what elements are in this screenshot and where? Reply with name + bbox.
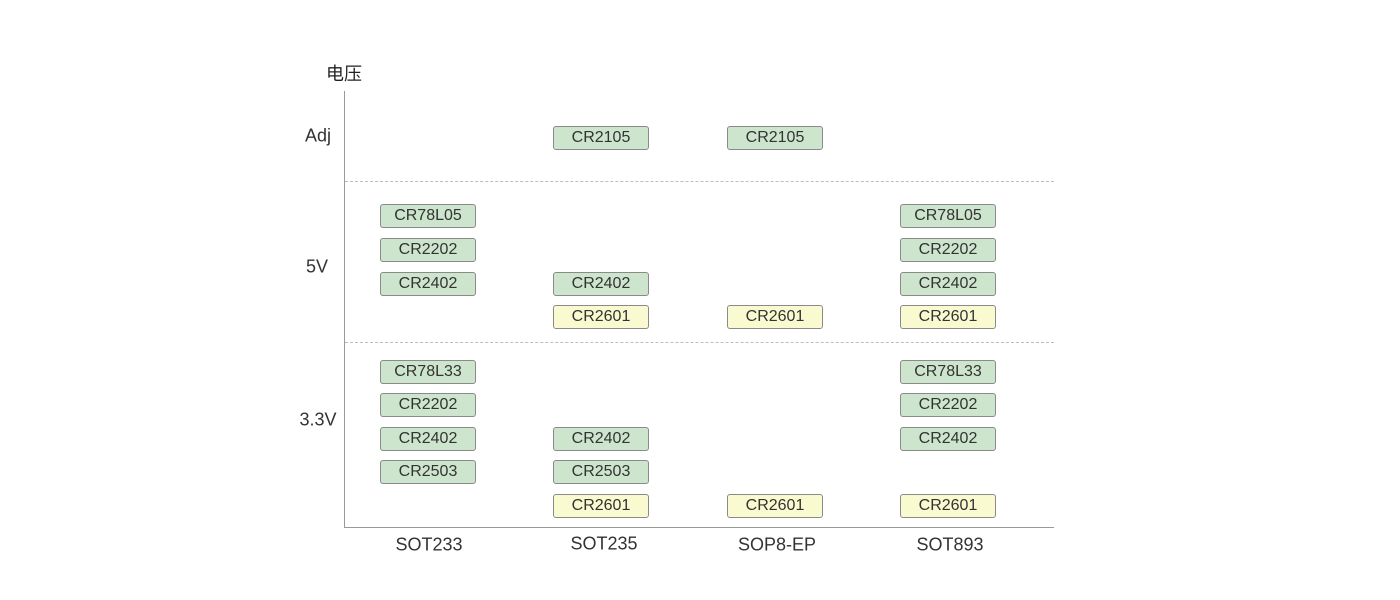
- part-chip-cr2601-sot235-5v: CR2601: [553, 305, 649, 329]
- part-chip-cr2601-sot235-33v: CR2601: [553, 494, 649, 518]
- row-label-adj: Adj: [304, 125, 332, 146]
- part-chip-cr2601-sot893-33v: CR2601: [900, 494, 996, 518]
- col-label-sot233: SOT233: [395, 534, 463, 555]
- col-label-sot893: SOT893: [916, 534, 984, 555]
- part-chip-cr78l05-sot893-5v: CR78L05: [900, 204, 996, 228]
- part-chip-cr2402-sot233-33v: CR2402: [380, 427, 476, 451]
- x-axis-line: [344, 527, 1054, 528]
- part-chip-cr2202-sot893-33v: CR2202: [900, 393, 996, 417]
- y-axis-line: [344, 91, 345, 528]
- part-chip-cr2503-sot235-33v: CR2503: [553, 460, 649, 484]
- part-chip-cr2202-sot233-33v: CR2202: [380, 393, 476, 417]
- part-chip-cr78l33-sot893-33v: CR78L33: [900, 360, 996, 384]
- col-label-sop8-ep: SOP8-EP: [737, 534, 817, 555]
- part-chip-cr2402-sot893-5v: CR2402: [900, 272, 996, 296]
- part-chip-cr2202-sot893-5v: CR2202: [900, 238, 996, 262]
- row-divider-adj-5v: [345, 181, 1054, 182]
- part-chip-cr78l33-sot233-33v: CR78L33: [380, 360, 476, 384]
- part-chip-cr2105-sop8-ep-adj: CR2105: [727, 126, 823, 150]
- row-label-5v: 5V: [305, 256, 329, 277]
- part-chip-cr2601-sop8-ep-33v: CR2601: [727, 494, 823, 518]
- col-label-sot235: SOT235: [570, 533, 638, 554]
- part-chip-cr2402-sot893-33v: CR2402: [900, 427, 996, 451]
- part-chip-cr2402-sot233-5v: CR2402: [380, 272, 476, 296]
- part-chip-cr78l05-sot233-5v: CR78L05: [380, 204, 476, 228]
- part-chip-cr2105-sot235-adj: CR2105: [553, 126, 649, 150]
- part-chip-cr2601-sot893-5v: CR2601: [900, 305, 996, 329]
- row-label-3v3: 3.3V: [299, 409, 337, 430]
- part-chip-cr2402-sot235-5v: CR2402: [553, 272, 649, 296]
- row-divider-5v-3v3: [345, 342, 1054, 343]
- y-axis-title: 电压: [326, 64, 362, 85]
- part-chip-cr2601-sop8-ep-5v: CR2601: [727, 305, 823, 329]
- part-chip-cr2503-sot233-33v: CR2503: [380, 460, 476, 484]
- part-chip-cr2402-sot235-33v: CR2402: [553, 427, 649, 451]
- part-chip-cr2202-sot233-5v: CR2202: [380, 238, 476, 262]
